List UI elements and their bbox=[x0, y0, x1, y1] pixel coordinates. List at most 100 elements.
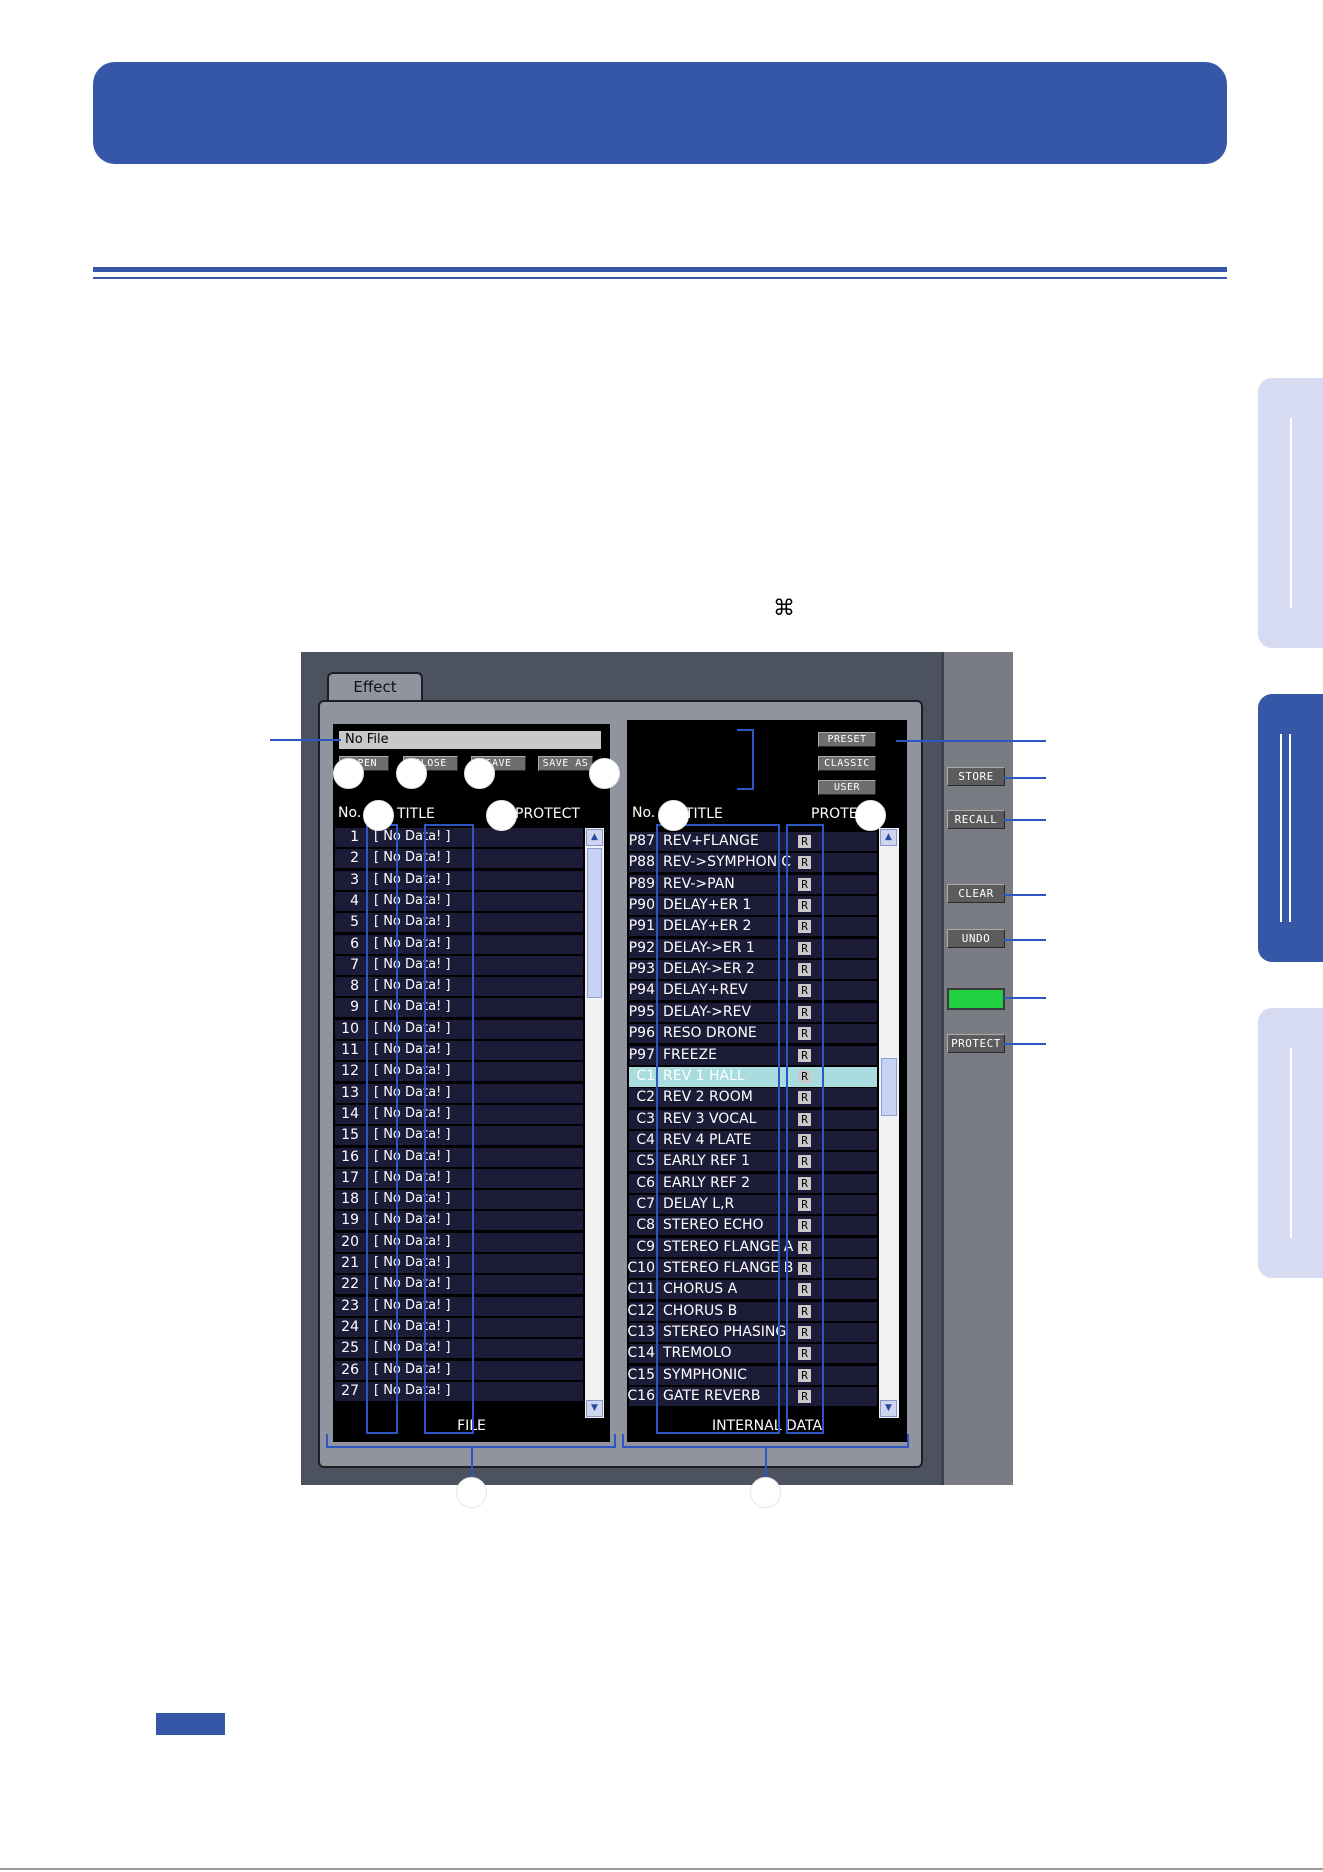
file-row-number: 14 bbox=[341, 1105, 359, 1122]
internal-table-row[interactable] bbox=[629, 1237, 877, 1258]
protect-lock-icon[interactable]: R bbox=[798, 1368, 811, 1382]
internal-table-row[interactable] bbox=[629, 1024, 877, 1045]
protect-lock-icon[interactable]: R bbox=[798, 1219, 811, 1233]
internal-row-number: P87 bbox=[628, 833, 655, 849]
internal-table-row[interactable] bbox=[629, 1216, 877, 1237]
file-scroll-up-icon[interactable]: ▲ bbox=[586, 829, 603, 846]
internal-scrollbar[interactable] bbox=[879, 828, 899, 1418]
internal-row-number: C14 bbox=[627, 1345, 655, 1362]
protect-lock-icon[interactable]: R bbox=[798, 1027, 811, 1041]
internal-row-title: REV->PAN bbox=[663, 875, 735, 892]
clear-button[interactable]: CLEAR bbox=[947, 884, 1005, 903]
classic-bank-button[interactable]: CLASSIC bbox=[818, 756, 876, 771]
internal-row-title: STEREO FLANGE A bbox=[663, 1238, 794, 1255]
internal-table-row[interactable] bbox=[629, 853, 877, 874]
internal-table-row[interactable] bbox=[629, 1088, 877, 1109]
protect-lock-icon[interactable]: R bbox=[798, 984, 811, 998]
internal-scroll-up-icon[interactable]: ▲ bbox=[880, 829, 897, 846]
file-row-title: [ No Data! ] bbox=[374, 956, 451, 972]
callout-frame-internal-protect bbox=[786, 824, 824, 1434]
callout-line-undo bbox=[1004, 939, 1046, 941]
internal-table-row[interactable] bbox=[629, 874, 877, 895]
internal-table-row[interactable] bbox=[629, 1002, 877, 1023]
protect-lock-icon[interactable]: R bbox=[798, 920, 811, 934]
protect-lock-icon[interactable]: R bbox=[798, 1112, 811, 1126]
protect-lock-icon[interactable]: R bbox=[798, 1326, 811, 1340]
file-row-number: 25 bbox=[341, 1340, 359, 1357]
side-index-tab[interactable] bbox=[1258, 1008, 1323, 1278]
protect-lock-icon[interactable]: R bbox=[798, 963, 811, 977]
file-row-title: [ No Data! ] bbox=[374, 1105, 451, 1121]
internal-row-number: P95 bbox=[628, 1003, 655, 1020]
file-row-title: [ No Data! ] bbox=[374, 978, 451, 994]
file-row-number: 10 bbox=[341, 1020, 359, 1037]
protect-lock-icon[interactable]: R bbox=[798, 1390, 811, 1404]
file-row-title: [ No Data! ] bbox=[374, 1212, 451, 1228]
protect-lock-icon[interactable]: R bbox=[798, 941, 811, 955]
protect-lock-icon[interactable]: R bbox=[798, 1262, 811, 1275]
side-index-tab-active[interactable] bbox=[1258, 694, 1323, 962]
internal-table-row[interactable] bbox=[629, 1045, 877, 1066]
protect-lock-icon[interactable]: R bbox=[798, 1283, 811, 1297]
protect-lock-icon[interactable]: R bbox=[798, 1005, 811, 1019]
internal-table-row[interactable] bbox=[629, 1344, 877, 1365]
protect-lock-icon[interactable]: R bbox=[798, 835, 811, 848]
internal-table-row[interactable] bbox=[629, 1280, 877, 1301]
internal-table-row[interactable] bbox=[629, 1152, 877, 1173]
internal-table-row[interactable] bbox=[629, 832, 877, 852]
store-button[interactable]: STORE bbox=[947, 767, 1005, 786]
protect-lock-icon[interactable]: R bbox=[798, 1069, 811, 1083]
internal-table-row[interactable] bbox=[629, 1173, 877, 1194]
save-as-button[interactable]: SAVE AS bbox=[538, 756, 593, 771]
protect-lock-icon[interactable]: R bbox=[798, 1347, 811, 1361]
protect-lock-icon[interactable]: R bbox=[798, 1155, 811, 1169]
internal-table-row[interactable] bbox=[629, 1130, 877, 1151]
internal-table-row[interactable] bbox=[629, 938, 877, 959]
protect-lock-icon[interactable]: R bbox=[798, 1197, 811, 1211]
file-scroll-down-icon[interactable]: ▼ bbox=[586, 1400, 603, 1417]
internal-scroll-down-icon[interactable]: ▼ bbox=[880, 1400, 897, 1417]
internal-table-row[interactable] bbox=[629, 896, 877, 917]
file-scroll-thumb[interactable] bbox=[587, 848, 602, 998]
internal-table-row[interactable] bbox=[629, 1301, 877, 1322]
undo-button[interactable]: UNDO bbox=[947, 929, 1005, 948]
internal-table-row[interactable] bbox=[629, 1387, 877, 1408]
file-col-title: TITLE bbox=[397, 806, 435, 822]
protect-lock-icon[interactable]: R bbox=[798, 1240, 811, 1254]
internal-col-protect: PROTE bbox=[811, 806, 858, 822]
file-row-title: [ No Data! ] bbox=[374, 1382, 451, 1398]
protect-lock-icon[interactable]: R bbox=[798, 1176, 811, 1190]
file-row-title: [ No Data! ] bbox=[374, 1340, 451, 1356]
internal-table-row[interactable] bbox=[629, 1194, 877, 1215]
internal-row-title: REV 4 PLATE bbox=[663, 1131, 752, 1148]
protect-lock-icon[interactable]: R bbox=[798, 1304, 811, 1318]
protect-lock-icon[interactable]: R bbox=[798, 877, 811, 891]
recall-button[interactable]: RECALL bbox=[947, 810, 1005, 829]
tab-effect[interactable]: Effect bbox=[327, 672, 423, 702]
user-bank-button[interactable]: USER bbox=[818, 780, 876, 795]
protect-lock-icon[interactable]: R bbox=[798, 1133, 811, 1147]
file-row-title: [ No Data! ] bbox=[374, 1276, 451, 1292]
internal-scroll-thumb[interactable] bbox=[881, 1058, 897, 1116]
internal-table-row[interactable] bbox=[629, 1259, 877, 1279]
internal-table-row[interactable] bbox=[629, 917, 877, 938]
file-row-title: [ No Data! ] bbox=[374, 1255, 451, 1270]
protect-lock-icon[interactable]: R bbox=[798, 856, 811, 870]
footer-rule bbox=[0, 1868, 1323, 1870]
preset-bank-button[interactable]: PRESET bbox=[818, 732, 876, 747]
internal-table-row[interactable] bbox=[629, 981, 877, 1002]
internal-row-number: P92 bbox=[628, 939, 655, 956]
file-row-title: [ No Data! ] bbox=[374, 1318, 451, 1334]
internal-table-row[interactable] bbox=[629, 1365, 877, 1386]
protect-lock-icon[interactable]: R bbox=[798, 899, 811, 913]
file-row-title: [ No Data! ] bbox=[374, 1233, 451, 1249]
protect-button[interactable]: PROTECT bbox=[947, 1034, 1005, 1053]
protect-lock-icon[interactable]: R bbox=[798, 1091, 811, 1105]
protect-lock-icon[interactable]: R bbox=[798, 1048, 811, 1062]
internal-table-row[interactable] bbox=[629, 1109, 877, 1130]
side-index-tab[interactable] bbox=[1258, 378, 1323, 648]
file-row-number: 2 bbox=[350, 850, 359, 867]
internal-table-row[interactable] bbox=[629, 960, 877, 981]
internal-table-row[interactable] bbox=[629, 1323, 877, 1344]
internal-table-row-selected[interactable] bbox=[629, 1066, 877, 1087]
